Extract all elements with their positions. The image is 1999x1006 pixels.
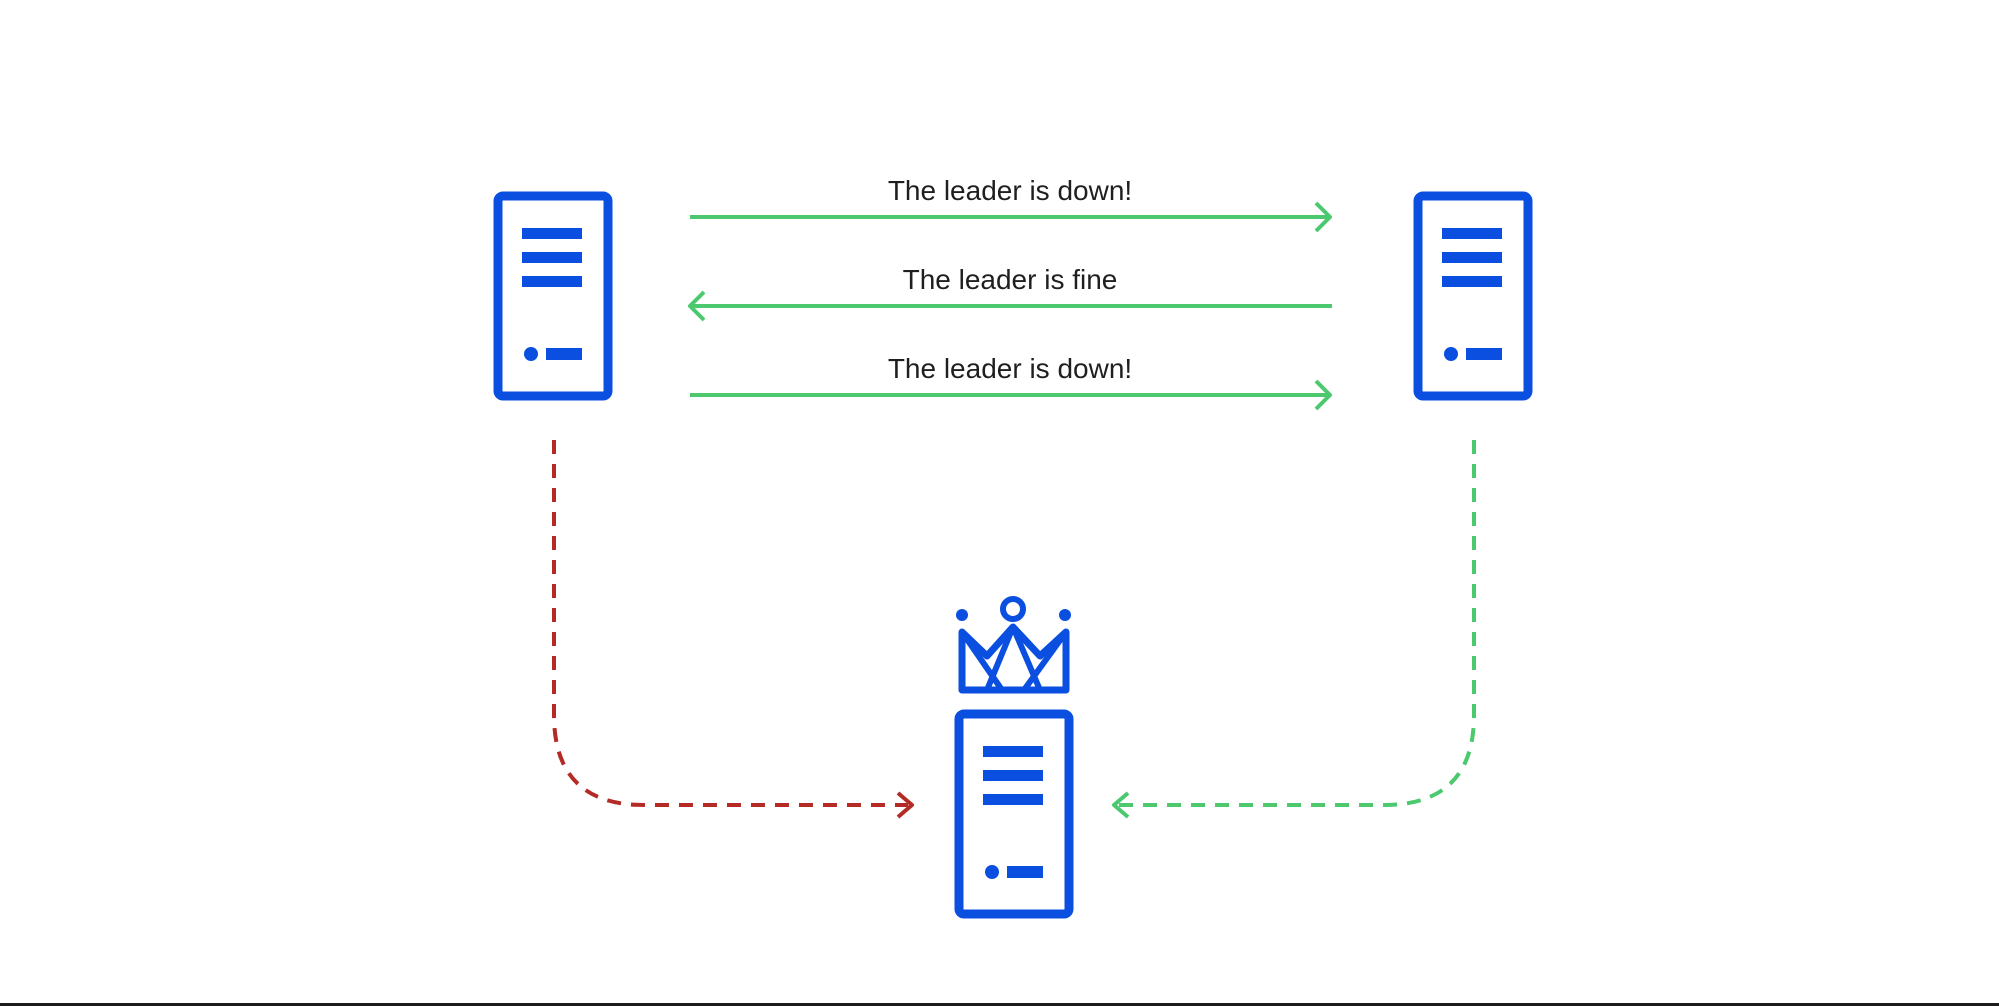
message-1: The leader is down! <box>690 175 1332 233</box>
crown-icon <box>956 596 1071 694</box>
arrow-right-icon <box>690 201 1332 233</box>
server-icon <box>954 709 1074 919</box>
message-2-label: The leader is fine <box>903 264 1118 295</box>
connector-right-to-leader <box>1112 440 1476 819</box>
server-right <box>1413 191 1533 401</box>
bottom-border <box>0 1003 1999 1006</box>
message-1-label: The leader is down! <box>888 175 1132 206</box>
message-3-label: The leader is down! <box>888 353 1132 384</box>
message-3: The leader is down! <box>690 353 1332 411</box>
server-icon <box>1413 191 1533 401</box>
server-left <box>493 191 613 401</box>
connector-left-to-leader <box>552 440 914 819</box>
arrow-left-icon <box>688 290 1332 322</box>
arrow-head-icon <box>1112 791 1130 819</box>
message-2: The leader is fine <box>688 264 1332 322</box>
arrow-head-icon <box>896 791 914 819</box>
server-leader <box>954 596 1074 919</box>
arrow-right-icon <box>690 379 1332 411</box>
server-icon <box>493 191 613 401</box>
